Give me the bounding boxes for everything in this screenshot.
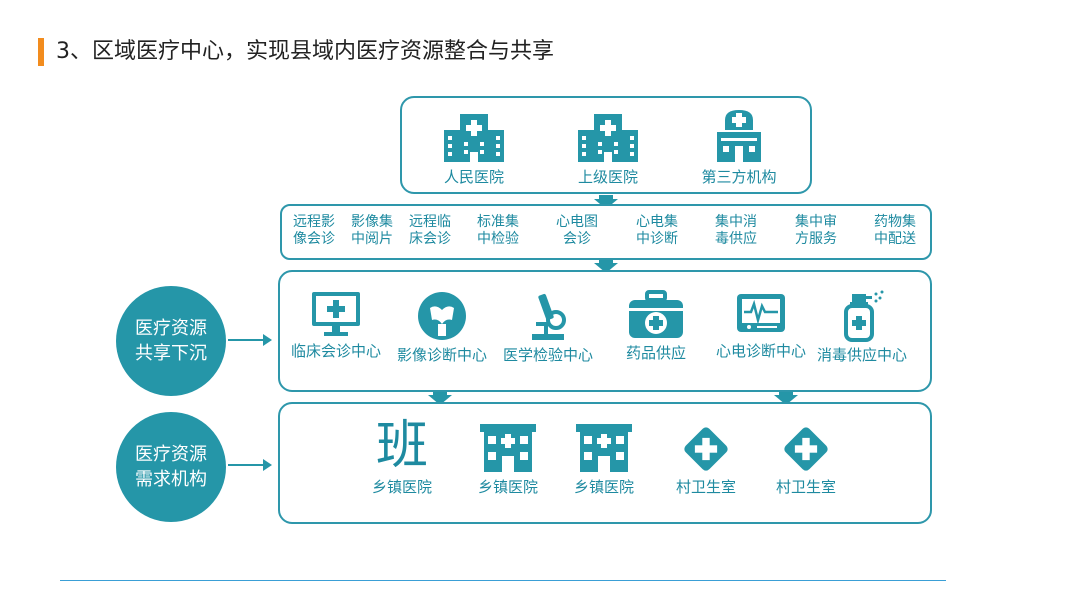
hospital-building-icon (444, 114, 504, 162)
service-item: 影像集中阅片 (351, 214, 393, 247)
hospital-building-icon (480, 424, 536, 472)
title-accent-bar (38, 38, 44, 66)
microscope-icon (532, 293, 566, 340)
xray-pelvis-icon (418, 292, 466, 340)
demand-item: 乡镇医院 (466, 422, 550, 497)
center-item: 药品供应 (618, 290, 694, 363)
ban-glyph: 班 (375, 416, 428, 476)
hospital-building-icon (576, 424, 632, 472)
service-item: 心电图会诊 (556, 214, 598, 247)
diamond-cross-icon (784, 427, 828, 471)
center-item: 医学检验中心 (500, 290, 596, 365)
shared-centers-box (278, 270, 932, 392)
center-item: 临床会诊中心 (290, 290, 382, 361)
ecg-monitor-icon (737, 294, 785, 332)
hospital-building-icon (578, 114, 638, 162)
demand-label: 乡镇医院 (477, 478, 538, 496)
demand-item: 班 乡镇医院 (360, 418, 444, 497)
demand-label: 村卫生室 (775, 478, 836, 496)
slide-title: 3、区域医疗中心，实现县域内医疗资源整合与共享 (56, 39, 554, 64)
demand-label: 乡镇医院 (573, 478, 634, 496)
center-item: 影像诊断中心 (394, 290, 490, 365)
clinic-building-icon (717, 110, 761, 162)
institution-label: 上级医院 (577, 168, 638, 186)
footer-divider (60, 580, 946, 581)
shared-resources-circle: 医疗资源共享下沉 (116, 286, 226, 396)
services-band (280, 204, 932, 260)
center-label: 临床会诊中心 (290, 342, 381, 360)
institution-item: 第三方机构 (692, 108, 786, 187)
institution-label: 第三方机构 (701, 168, 777, 186)
service-item: 药物集中配送 (874, 214, 916, 247)
demand-label: 乡镇医院 (371, 478, 432, 496)
demand-item: 村卫生室 (664, 424, 748, 497)
medical-kit-icon (629, 290, 683, 338)
demand-institutions-circle: 医疗资源需求机构 (116, 412, 226, 522)
demand-label: 村卫生室 (675, 478, 736, 496)
service-item: 远程临床会诊 (409, 214, 451, 247)
diamond-cross-icon (684, 427, 728, 471)
institution-label: 人民医院 (443, 168, 504, 186)
right-arrow-icon (228, 459, 272, 471)
center-label: 消毒供应中心 (816, 346, 907, 364)
down-arrow-icon (428, 395, 452, 405)
right-arrow-icon (228, 334, 272, 346)
demand-item: 乡镇医院 (562, 422, 646, 497)
service-item: 远程影像会诊 (293, 214, 335, 247)
center-item: 消毒供应中心 (814, 290, 910, 365)
center-item: 心电诊断中心 (714, 290, 808, 361)
institution-item: 上级医院 (570, 112, 646, 187)
institution-item: 人民医院 (436, 112, 512, 187)
service-item: 集中消毒供应 (715, 214, 757, 247)
service-item: 集中审方服务 (795, 214, 837, 247)
service-item: 心电集中诊断 (636, 214, 678, 247)
monitor-plus-icon (312, 292, 360, 336)
down-arrow-stem (599, 195, 613, 201)
demand-item: 村卫生室 (764, 424, 848, 497)
down-arrow-icon (594, 263, 618, 273)
service-item: 标准集中检验 (477, 214, 519, 247)
center-label: 影像诊断中心 (396, 346, 487, 364)
down-arrow-icon (774, 395, 798, 405)
spray-bottle-icon (844, 290, 884, 342)
center-label: 医学检验中心 (502, 346, 593, 364)
center-label: 心电诊断中心 (715, 342, 806, 360)
center-label: 药品供应 (625, 344, 686, 362)
